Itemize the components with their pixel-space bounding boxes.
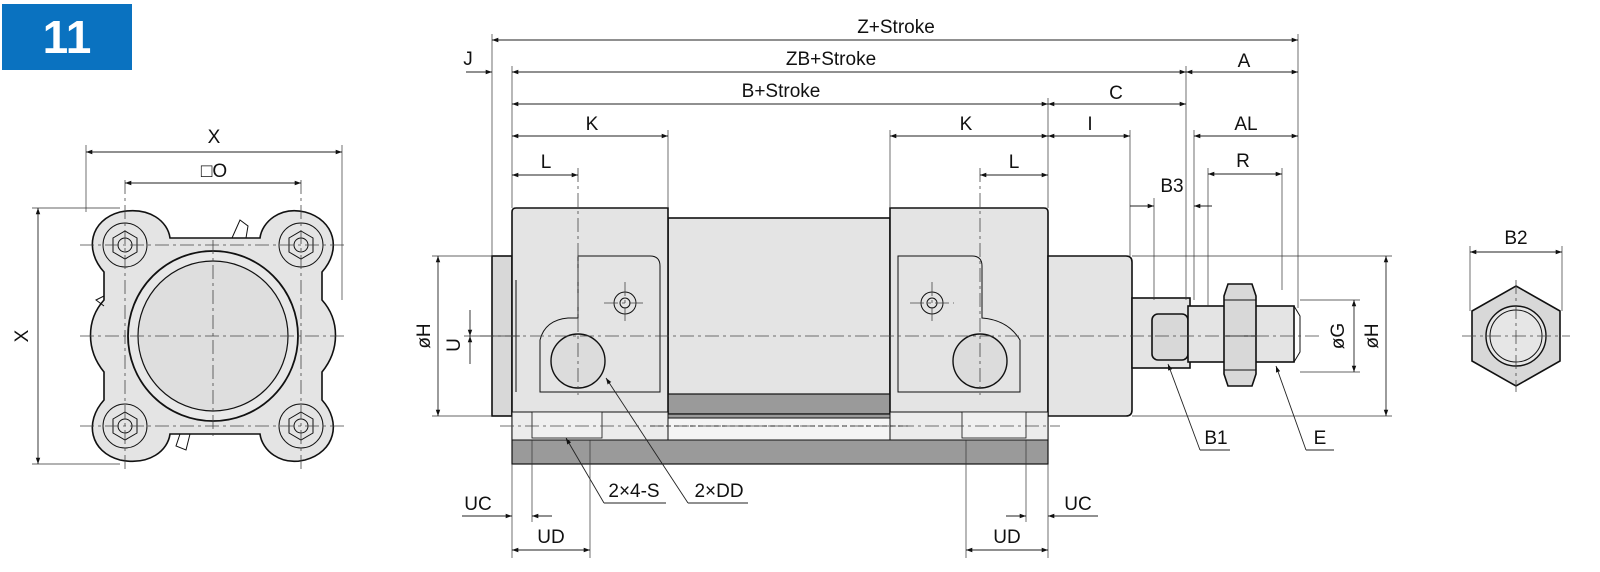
j-label: J (463, 49, 473, 70)
end-view: X □O X (12, 127, 345, 472)
end-square-label: □O (201, 161, 227, 182)
l-right-label: L (1009, 152, 1020, 173)
og-label: øG (1328, 323, 1349, 349)
z-stroke-label: Z+Stroke (857, 17, 935, 38)
end-width-label: X (208, 127, 221, 148)
zb-stroke-label: ZB+Stroke (786, 49, 876, 70)
b-stroke-label: B+Stroke (742, 81, 821, 102)
ud-right-label: UD (993, 527, 1020, 548)
oh-left-label: øH (414, 323, 435, 348)
k-left-label: K (586, 114, 599, 135)
k-right-label: K (960, 114, 973, 135)
uc-left-label: UC (464, 494, 491, 515)
b3-label: B3 (1160, 176, 1183, 197)
c-label: C (1109, 83, 1123, 104)
a-label: A (1238, 51, 1251, 72)
two-4s-label: 2×4-S (608, 481, 659, 502)
r-label: R (1236, 151, 1250, 172)
side-view: Z+Stroke ZB+Stroke J A B+Stroke C K K I … (414, 17, 1392, 558)
oh-right-label: øH (1362, 323, 1383, 348)
i-label: I (1087, 114, 1092, 135)
ud-left-label: UD (537, 527, 564, 548)
end-height-label: X (12, 329, 33, 342)
l-left-label: L (541, 152, 552, 173)
two-dd-label: 2×DD (694, 481, 743, 502)
al-label: AL (1234, 114, 1257, 135)
b2-label: B2 (1504, 228, 1527, 249)
section-number: 11 (42, 11, 92, 63)
b1-label: B1 (1204, 428, 1227, 449)
uc-right-label: UC (1064, 494, 1091, 515)
section-badge: 11 (2, 4, 132, 70)
e-label: E (1314, 428, 1327, 449)
nut-view: B2 (1462, 228, 1570, 392)
u-label: U (444, 338, 465, 352)
